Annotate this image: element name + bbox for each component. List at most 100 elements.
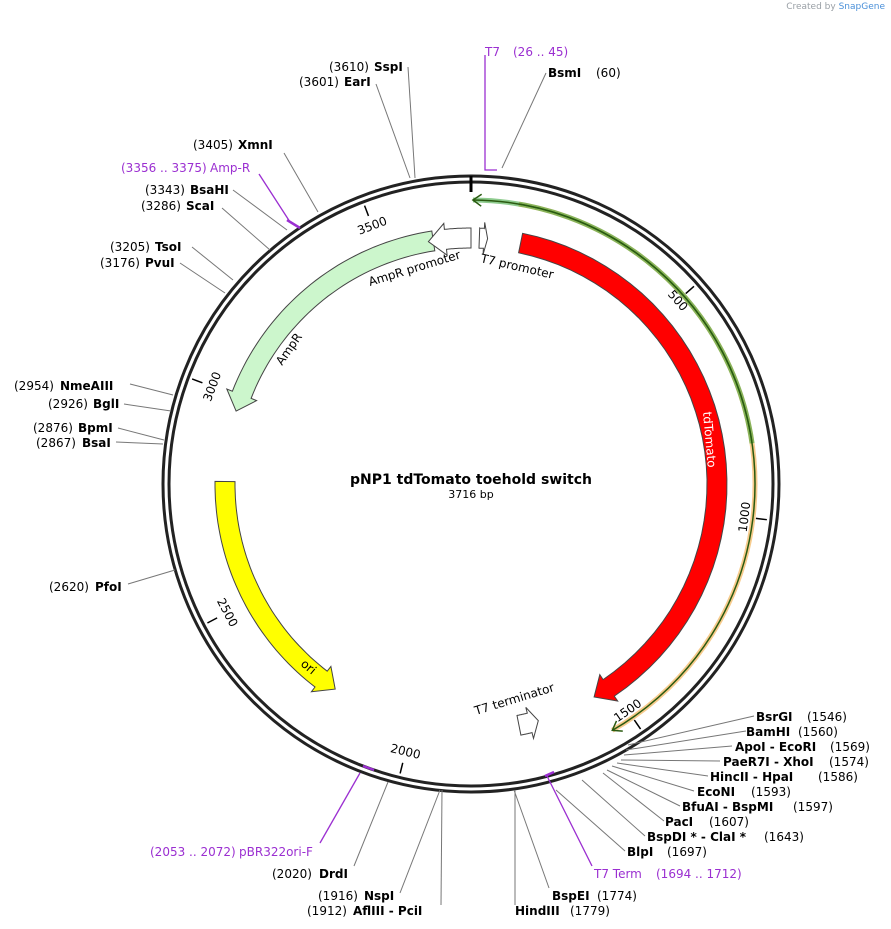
site-name-bsahi: BsaHI <box>190 183 229 197</box>
leader-bspmi <box>606 769 681 807</box>
site-name-bspei: BspEI <box>552 889 590 903</box>
leader-bsrgi <box>627 715 755 746</box>
leader-bamhi <box>625 730 747 751</box>
leader-sspi <box>407 66 416 179</box>
tick-3500 <box>363 205 370 217</box>
leader-nmeaiii <box>129 383 174 396</box>
leader-bsmi <box>501 72 547 169</box>
primer-label-pbr322ori: pBR322ori-F <box>239 845 313 859</box>
site-num-ecori: (1569) <box>830 740 870 754</box>
leader-tsoi <box>191 246 234 281</box>
site-num-bpmi: (2876) <box>33 421 73 435</box>
site-name-xmni: XmnI <box>238 138 273 152</box>
primer-range-t7: (26 .. 45) <box>513 45 568 59</box>
site-num-xhoi: (1574) <box>829 755 869 769</box>
leader-blpi <box>555 789 626 852</box>
site-num-afliii: (1912) <box>307 904 347 918</box>
site-num-sspi: (3610) <box>329 60 369 74</box>
leader-pvui <box>179 262 226 294</box>
primer-t7term-mark <box>544 770 555 778</box>
site-name-bsai: BsaI <box>82 436 111 450</box>
primer-t7term-leader <box>546 775 593 867</box>
leader-afliii <box>440 789 443 906</box>
leader-drdi <box>353 781 389 867</box>
feature-t7-promoter <box>478 222 489 255</box>
leader-xmni <box>283 152 319 213</box>
tick-label-2500: 2500 <box>214 596 241 630</box>
site-num-bspmi: (1597) <box>793 800 833 814</box>
site-num-nmeaiii: (2954) <box>14 379 54 393</box>
site-leaders <box>115 66 755 906</box>
feature-label-tdtomato: tdTomato <box>700 411 719 468</box>
site-num-eari: (3601) <box>299 75 339 89</box>
leader-xhoi <box>620 759 721 762</box>
site-name-scai: ScaI <box>186 199 214 213</box>
orf-arcs <box>471 193 758 733</box>
feature-arrows <box>214 222 728 741</box>
orf-arrowhead-1 <box>471 193 483 207</box>
leader-eari <box>375 83 411 179</box>
leader-nspi <box>399 789 441 894</box>
site-name-drdi: DrdI <box>319 867 348 881</box>
site-num-blpi: (1697) <box>667 845 707 859</box>
site-num-econi: (1593) <box>751 785 791 799</box>
site-num-clai: (1643) <box>764 830 804 844</box>
feature-ampr <box>225 230 436 412</box>
primer-range-t7term: (1694 .. 1712) <box>656 867 742 881</box>
site-num-bsahi: (3343) <box>145 183 185 197</box>
primer-ampr-leader <box>258 173 291 223</box>
site-name-hpai: HincII - HpaI <box>710 770 793 784</box>
site-name-pfoi: PfoI <box>95 580 122 594</box>
credit-prefix: Created by <box>786 2 836 12</box>
site-name-bgli: BglI <box>93 397 119 411</box>
site-num-pvui: (3176) <box>100 256 140 270</box>
leader-bsai <box>115 441 164 445</box>
site-name-blpi: BlpI <box>627 845 653 859</box>
site-name-bamhi: BamHI <box>746 725 790 739</box>
credit-brand: SnapGene <box>838 2 885 12</box>
orf-arc-1 <box>472 199 753 444</box>
site-name-clai: BspDI * - ClaI * <box>647 830 747 844</box>
primer-label-ampr: Amp-R <box>210 161 250 175</box>
tick-label-2000: 2000 <box>389 741 422 762</box>
tick-3000 <box>191 378 203 384</box>
tick-label-3000: 3000 <box>200 370 224 404</box>
snapgene-credit: Created by SnapGene <box>786 2 885 12</box>
site-name-bsmi: BsmI <box>548 66 581 80</box>
site-name-ecori: ApoI - EcoRI <box>735 740 816 754</box>
site-num-hpai: (1586) <box>818 770 858 784</box>
site-name-bspmi: BfuAI - BspMI <box>682 800 773 814</box>
site-num-nspi: (1916) <box>318 889 358 903</box>
site-num-xmni: (3405) <box>193 138 233 152</box>
primer-range-pbr322ori: (2053 .. 2072) <box>150 845 236 859</box>
site-name-tsoi: TsoI <box>155 240 181 254</box>
leader-econi <box>611 765 695 792</box>
primer-ori-leader <box>319 772 361 844</box>
tick-500 <box>685 285 695 295</box>
site-name-paci: PacI <box>665 815 693 829</box>
leader-bsahi <box>232 189 288 231</box>
site-num-tsoi: (3205) <box>110 240 150 254</box>
tick-1500 <box>633 719 642 730</box>
site-name-bpmi: BpmI <box>78 421 113 435</box>
primer-t7-leader <box>484 55 497 171</box>
site-num-bspei: (1774) <box>597 889 637 903</box>
site-name-hindiii: HindIII <box>515 904 560 918</box>
leader-paci <box>602 772 665 822</box>
site-num-scai: (3286) <box>141 199 181 213</box>
site-num-bsrgi: (1546) <box>807 710 847 724</box>
site-num-hindiii: (1779) <box>570 904 610 918</box>
site-name-pvui: PvuI <box>145 256 175 270</box>
site-num-paci: (1607) <box>709 815 749 829</box>
leader-ecori <box>623 745 733 756</box>
primer-markers <box>258 55 593 867</box>
leader-clai <box>581 779 646 837</box>
leader-hpai <box>616 762 709 777</box>
site-name-eari: EarI <box>344 75 371 89</box>
plasmid-length: 3716 bp <box>448 488 493 501</box>
site-name-econi: EcoNI <box>697 785 735 799</box>
plasmid-name: pNP1 tdTomato toehold switch <box>350 472 592 488</box>
site-name-sspi: SspI <box>374 60 403 74</box>
site-name-nspi: NspI <box>364 889 394 903</box>
site-name-nmeaiii: NmeAIII <box>60 379 113 393</box>
